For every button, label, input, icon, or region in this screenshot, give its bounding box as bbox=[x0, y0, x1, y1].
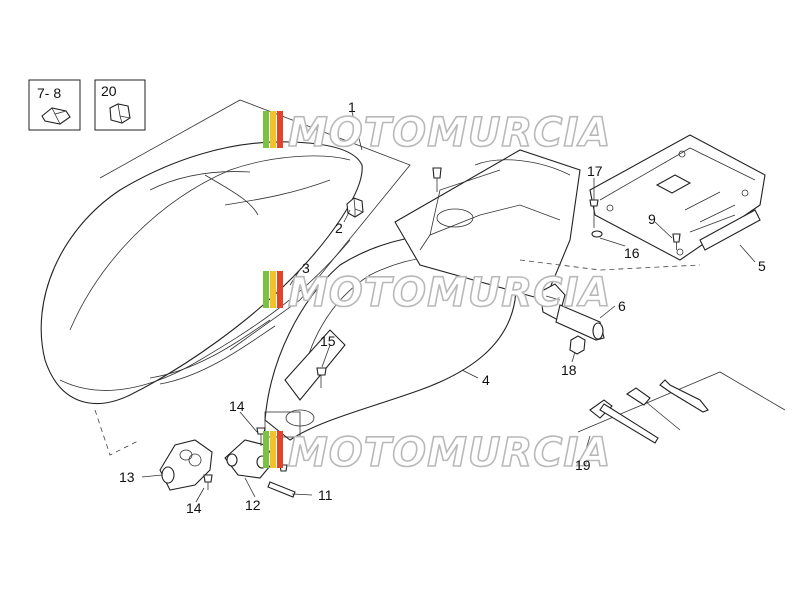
watermark-top: MOTOMURCIA bbox=[263, 109, 611, 157]
tool-kit bbox=[577, 371, 786, 444]
rubber-nut-icon bbox=[109, 103, 131, 124]
callout-13: 13 bbox=[119, 469, 135, 485]
screw-14-left bbox=[203, 474, 213, 490]
callout-6: 6 bbox=[618, 298, 626, 314]
bracket-13 bbox=[159, 439, 213, 491]
watermark-text-middle: MOTOMURCIA bbox=[288, 270, 611, 316]
nut-18 bbox=[569, 335, 586, 355]
leader-lines bbox=[141, 111, 756, 503]
watermark-middle: MOTOMURCIA bbox=[263, 269, 611, 317]
callout-14-bottom: 14 bbox=[186, 500, 202, 516]
callout-18: 18 bbox=[561, 362, 577, 378]
washer-16 bbox=[591, 230, 603, 238]
callout-9: 9 bbox=[648, 211, 656, 227]
inset-nut-label: 20 bbox=[101, 83, 117, 99]
callout-1: 1 bbox=[348, 99, 356, 115]
callout-2: 2 bbox=[335, 220, 343, 236]
callout-3: 3 bbox=[302, 260, 310, 276]
helmet-compartment bbox=[264, 149, 701, 441]
pin-11 bbox=[267, 481, 296, 498]
inset-clip-box: 7- 8 bbox=[28, 79, 81, 131]
rear-plate bbox=[589, 134, 766, 261]
bolt-9 bbox=[672, 233, 681, 250]
callout-12: 12 bbox=[245, 497, 261, 513]
screw-15 bbox=[316, 367, 327, 388]
callout-5: 5 bbox=[758, 258, 766, 274]
inset-nut-box: 20 bbox=[94, 79, 146, 131]
watermark-bottom: MOTOMURCIA bbox=[263, 429, 611, 477]
bolt-17 bbox=[589, 199, 599, 228]
inset-clip-label: 7- 8 bbox=[37, 85, 61, 101]
watermark-text-top: MOTOMURCIA bbox=[288, 110, 611, 156]
watermark-text-bottom: MOTOMURCIA bbox=[288, 430, 611, 476]
hinge-bracket bbox=[539, 283, 605, 341]
callout-11: 11 bbox=[318, 487, 333, 503]
callout-19: 19 bbox=[575, 457, 591, 473]
rubber-bumper bbox=[346, 197, 364, 218]
seat bbox=[40, 99, 411, 456]
callout-4: 4 bbox=[482, 372, 490, 388]
callout-labels: 1 2 3 4 5 6 9 11 12 13 14 14 15 16 17 18… bbox=[119, 99, 766, 516]
callout-15: 15 bbox=[320, 333, 336, 349]
callout-14-top: 14 bbox=[229, 398, 245, 414]
top-screw bbox=[432, 167, 442, 192]
callout-17: 17 bbox=[587, 163, 603, 179]
callout-16: 16 bbox=[624, 245, 640, 261]
